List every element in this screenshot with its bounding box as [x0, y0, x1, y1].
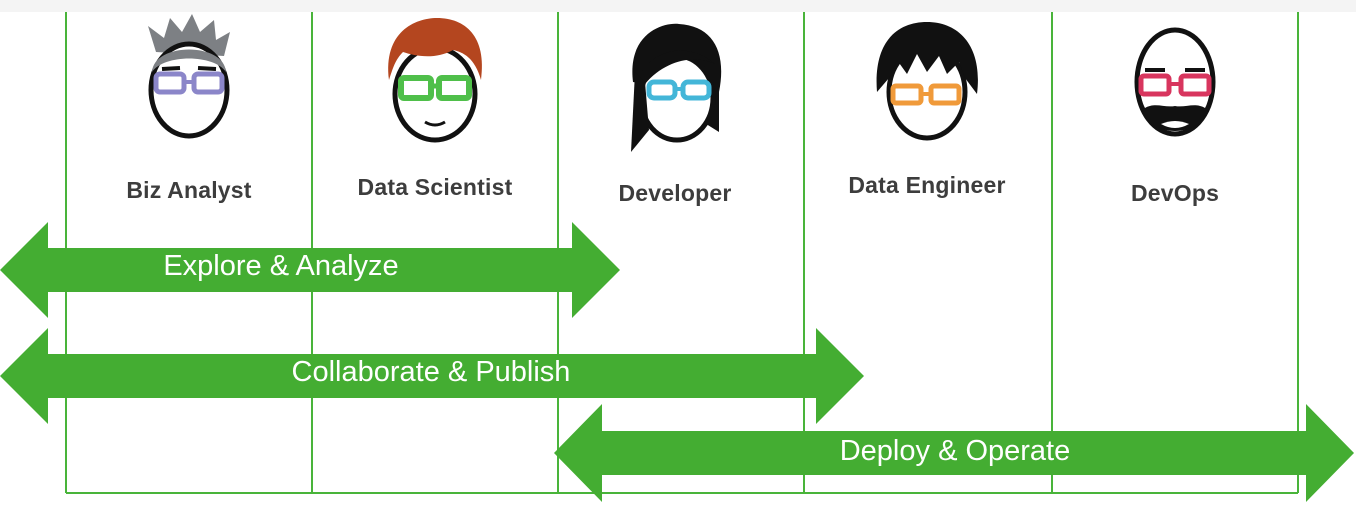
data-scientist-face-icon [388, 18, 482, 143]
role-label: DevOps [1130, 180, 1220, 206]
developer-face-icon [631, 23, 722, 152]
role-label: Biz Analyst [126, 177, 252, 203]
top-band [0, 0, 1356, 12]
double-arrow [0, 328, 864, 424]
role-label: Developer [618, 180, 732, 206]
role-biz-analyst: Biz Analyst [84, 12, 294, 212]
double-arrow [0, 222, 620, 318]
role-label: Data Engineer [848, 172, 1006, 198]
activity-band-collaborate-publish: Collaborate & Publish [0, 328, 866, 424]
activity-label: Collaborate & Publish [291, 356, 571, 388]
devops-face-icon [1134, 27, 1216, 137]
activity-label: Explore & Analyze [163, 250, 399, 282]
double-arrow [554, 404, 1354, 502]
role-devops: DevOps [1070, 12, 1280, 212]
role-data-engineer: Data Engineer [822, 12, 1032, 212]
activity-band-explore-analyze: Explore & Analyze [0, 222, 622, 318]
activity-label: Deploy & Operate [839, 435, 1071, 467]
activity-band-deploy-operate: Deploy & Operate [554, 404, 1356, 502]
role-developer: Developer [570, 12, 780, 212]
data-engineer-face-icon [876, 22, 978, 141]
role-data-scientist: Data Scientist [330, 12, 540, 212]
biz-analyst-face-icon [148, 14, 230, 139]
role-label: Data Scientist [357, 174, 513, 200]
